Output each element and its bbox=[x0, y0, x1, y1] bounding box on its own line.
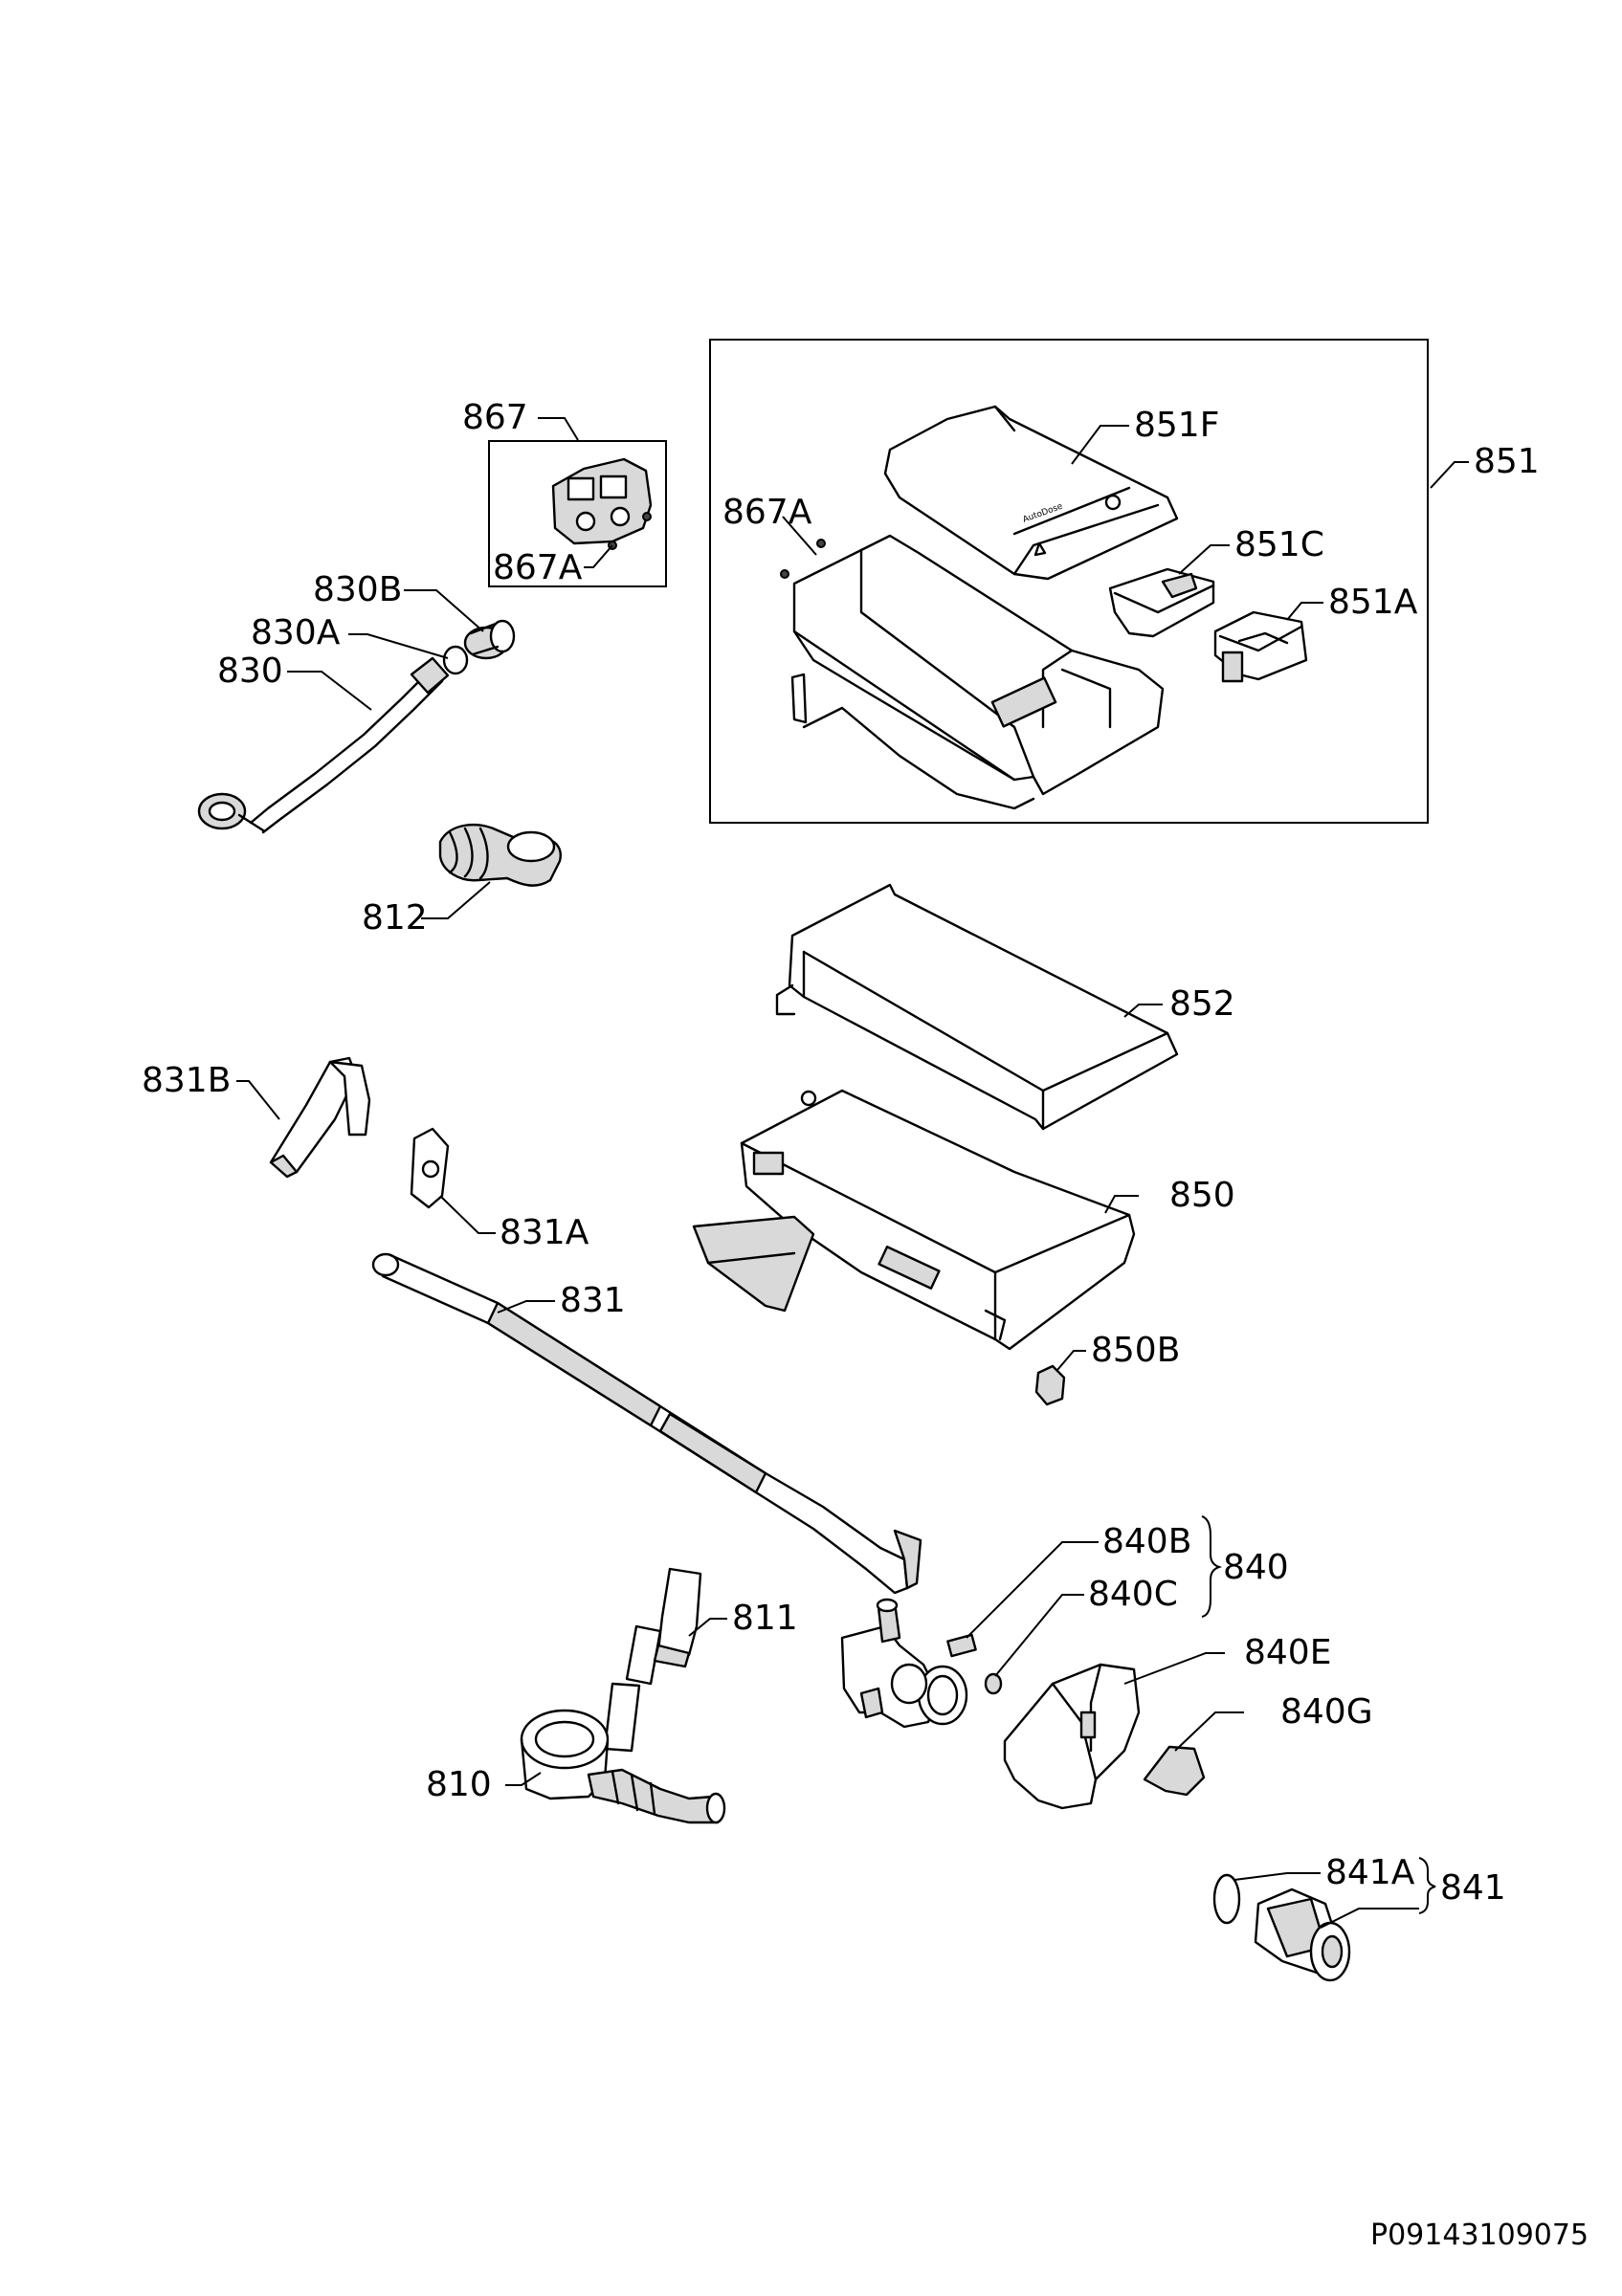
part-812-bellows bbox=[438, 824, 562, 887]
part-840b-component bbox=[946, 1633, 977, 1658]
part-851c-compartment bbox=[1108, 567, 1215, 638]
label-831: 831 bbox=[560, 1281, 626, 1320]
label-867: 867 bbox=[462, 398, 528, 437]
part-851a-compartment bbox=[1213, 610, 1308, 683]
part-830b-nut bbox=[463, 619, 516, 660]
label-867a: 867A bbox=[493, 548, 583, 587]
part-841-filter bbox=[1254, 1888, 1351, 1982]
label-841a: 841A bbox=[1325, 1853, 1415, 1892]
part-867-actuator bbox=[551, 457, 653, 550]
document-number: P09143109075 bbox=[1370, 2219, 1589, 2252]
label-852: 852 bbox=[1169, 984, 1235, 1024]
part-830-inlet-hose bbox=[197, 656, 450, 834]
label-840g: 840G bbox=[1280, 1692, 1373, 1732]
part-852-cover bbox=[775, 883, 1179, 1131]
part-811-sump-hose bbox=[603, 1567, 702, 1753]
label-841: 841 bbox=[1440, 1868, 1506, 1908]
label-831b: 831B bbox=[142, 1061, 231, 1100]
label-840c: 840C bbox=[1088, 1575, 1178, 1614]
part-830a-seal-ring bbox=[442, 645, 469, 675]
part-840e-cover bbox=[1003, 1663, 1141, 1810]
label-851: 851 bbox=[1474, 442, 1540, 481]
group-box-851 bbox=[709, 339, 1429, 824]
label-840: 840 bbox=[1223, 1548, 1289, 1587]
brace-840 bbox=[1201, 1515, 1223, 1618]
part-840g-flap bbox=[1143, 1745, 1206, 1797]
part-851-drawer-housing bbox=[780, 534, 1165, 810]
part-850-tray bbox=[692, 1089, 1136, 1351]
label-850: 850 bbox=[1169, 1176, 1235, 1215]
label-840b: 840B bbox=[1102, 1522, 1191, 1561]
part-841a-seal bbox=[1212, 1873, 1241, 1925]
part-840-pump bbox=[840, 1598, 968, 1729]
label-831a: 831A bbox=[500, 1213, 589, 1252]
part-810-sump bbox=[520, 1709, 726, 1824]
label-851c: 851C bbox=[1234, 525, 1324, 564]
label-851a: 851A bbox=[1328, 583, 1418, 622]
part-831-drain-hose bbox=[371, 1252, 922, 1595]
group-box-867 bbox=[488, 440, 667, 587]
label-840e: 840E bbox=[1244, 1633, 1331, 1672]
label-830b: 830B bbox=[313, 570, 402, 609]
leader-lines bbox=[236, 417, 1469, 1929]
brace-841 bbox=[1418, 1857, 1436, 1914]
label-867a-top: 867A bbox=[722, 493, 812, 532]
part-831b-hose-guide bbox=[269, 1056, 371, 1179]
label-830a: 830A bbox=[251, 613, 341, 652]
part-840c-component bbox=[984, 1672, 1003, 1695]
label-811: 811 bbox=[732, 1599, 798, 1638]
label-830: 830 bbox=[217, 651, 283, 691]
label-851f: 851F bbox=[1134, 406, 1219, 445]
part-851f-lid: AutoDose bbox=[883, 405, 1179, 581]
part-850b-clip bbox=[1034, 1364, 1066, 1406]
part-831a-bracket bbox=[410, 1127, 450, 1209]
label-810: 810 bbox=[426, 1765, 492, 1804]
label-812: 812 bbox=[362, 898, 428, 938]
label-850b: 850B bbox=[1091, 1331, 1180, 1370]
